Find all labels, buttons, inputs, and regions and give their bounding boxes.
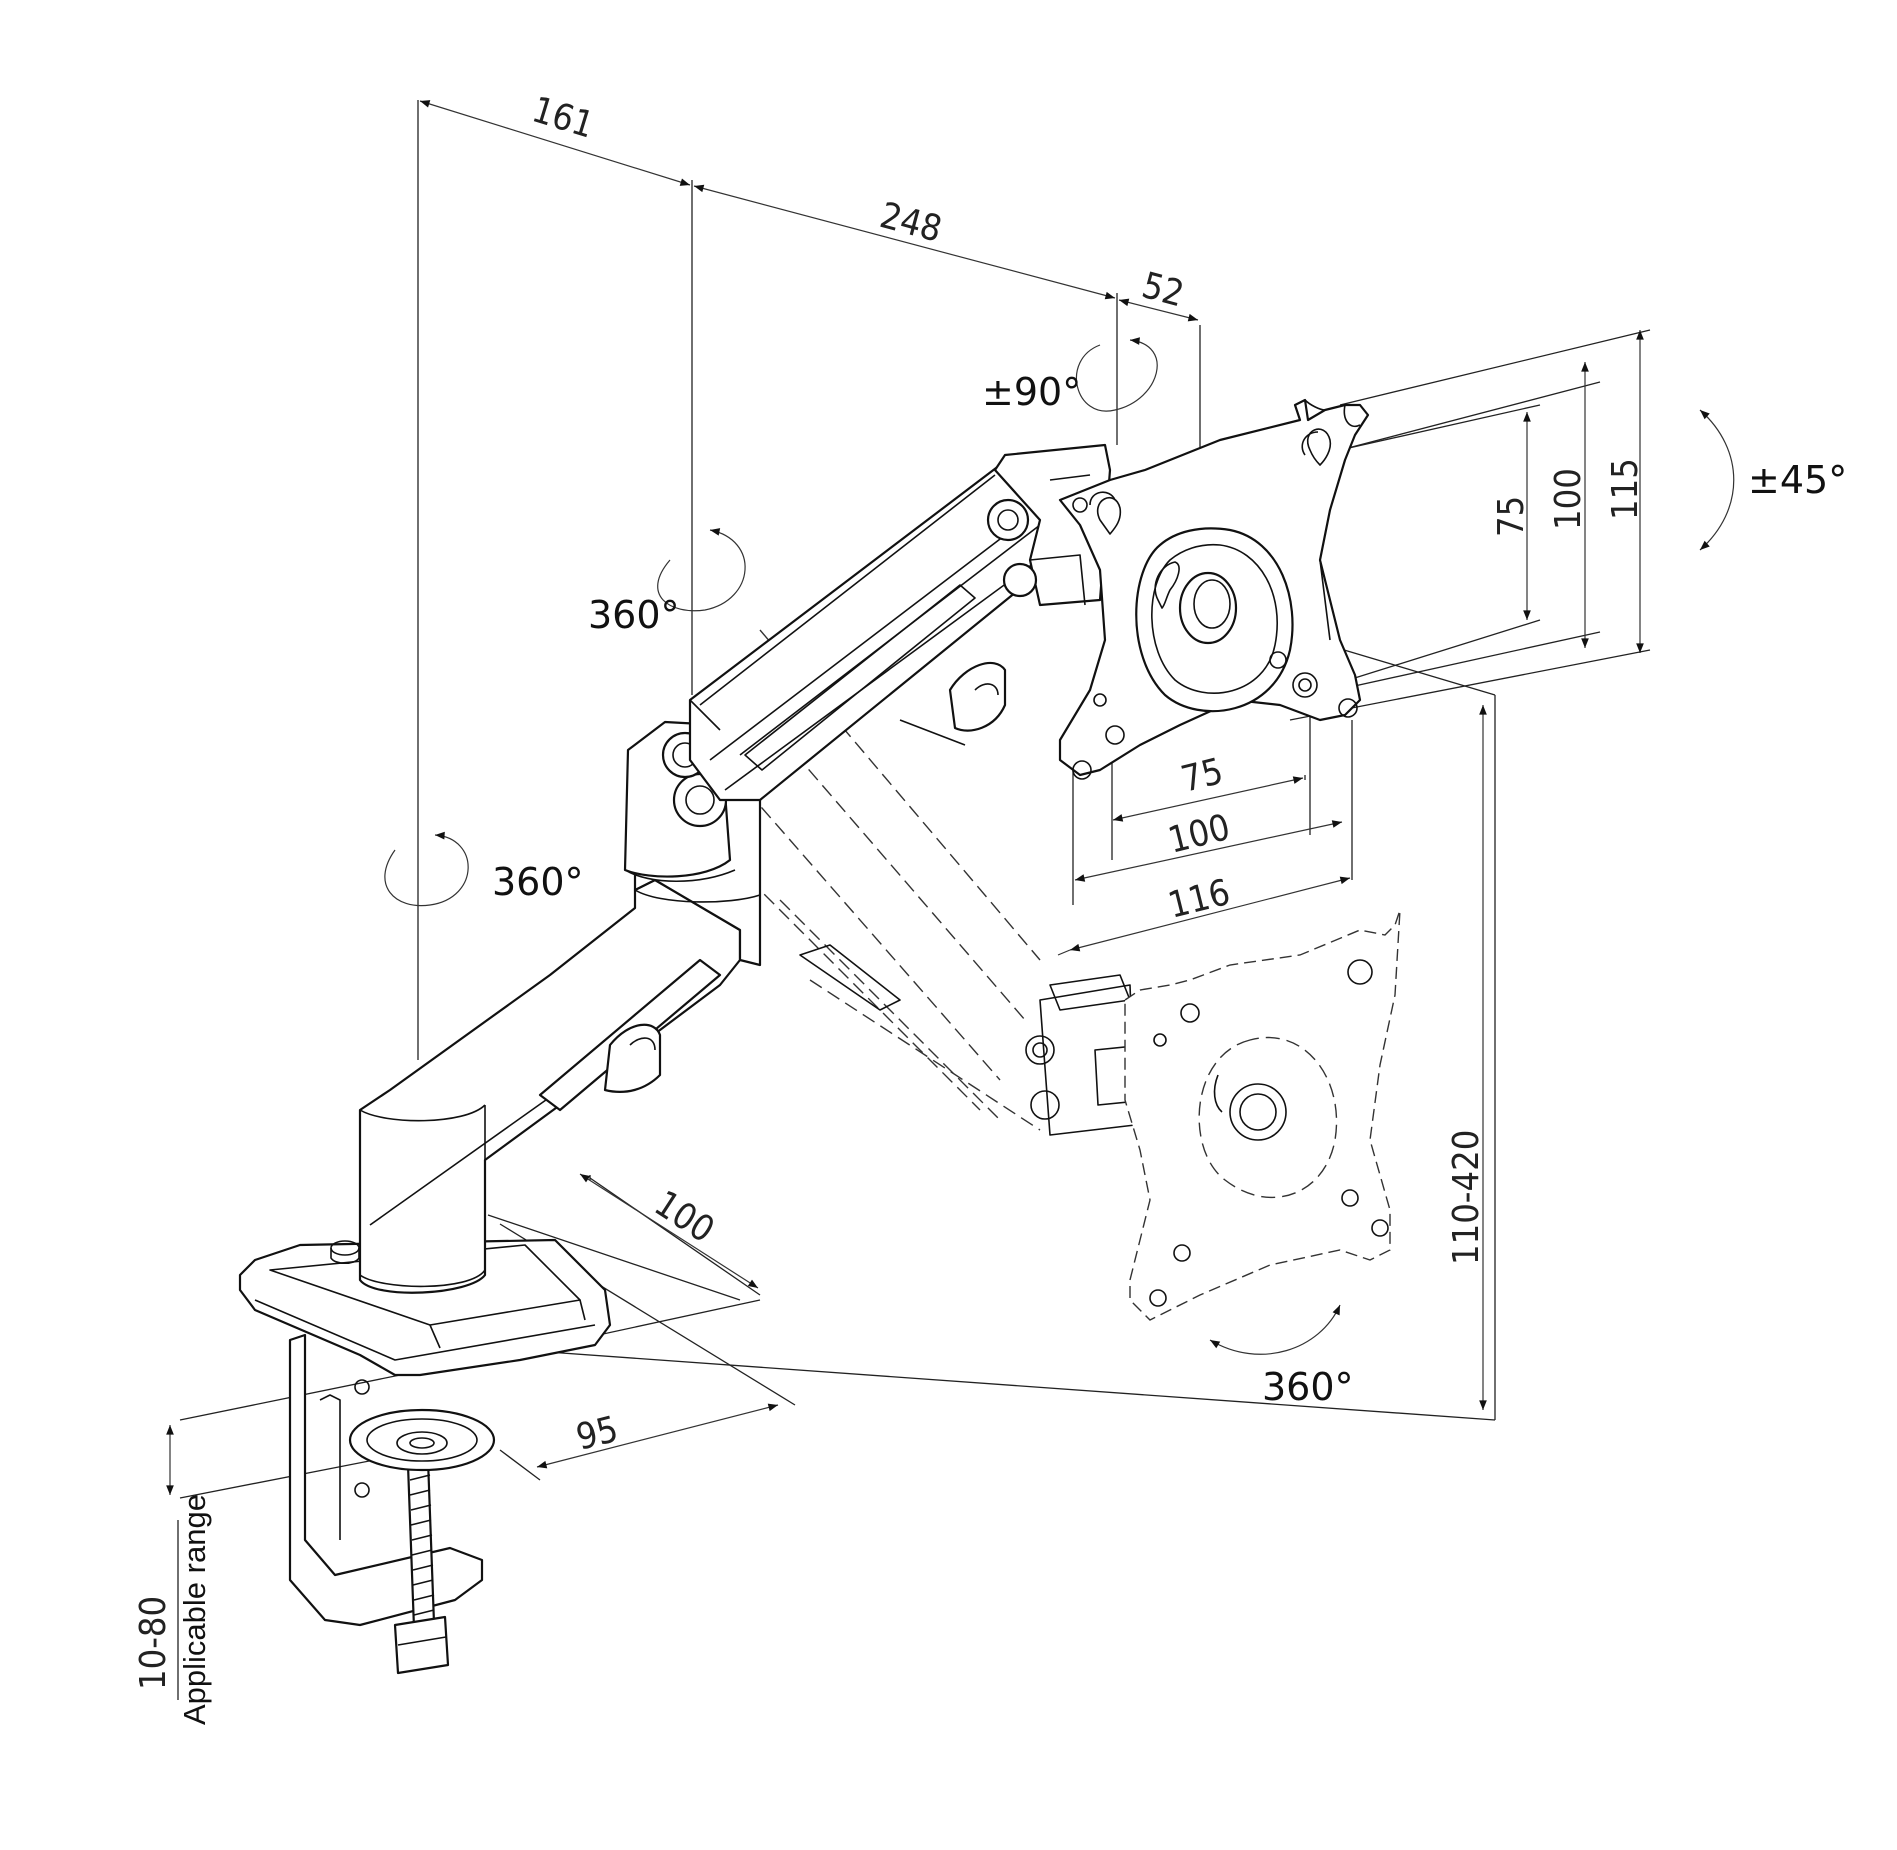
screen-rotation-icon [1209,1304,1341,1355]
dim-52: 52 [1138,265,1188,315]
dim-base-100: 100 [647,1183,721,1251]
upper-joint-rotation-icon [657,528,746,612]
swivel-arrow-icon [1075,337,1158,412]
dim-vesa-100-vertical: 100 [1548,468,1589,530]
rotation-indicators: ±90° ±45° 360° 360° 360° [384,337,1847,1409]
lowered-position-ghost [689,629,1401,1321]
dim-248: 248 [876,195,946,251]
rotation-head-swivel: ±90° [982,370,1081,414]
dim-clamp-10-80: 10-80 [133,1596,174,1690]
upper-arm [688,443,1112,802]
tilt-arrow-icon [1699,409,1735,551]
dim-base-95: 95 [572,1409,622,1459]
ghost-vesa-plate [1124,909,1401,1321]
rotation-screen: 360° [1262,1365,1354,1409]
rotation-pole-joint: 360° [492,860,584,904]
base-plate [238,1238,612,1377]
dim-vesa-75-horizontal: 75 [1177,751,1227,801]
desk-clamp [288,1333,496,1675]
dim-height-110-420: 110-420 [1446,1130,1487,1265]
vesa-plate [1058,398,1370,780]
rotation-upper-joint: 360° [588,593,680,637]
applicable-range-label: Applicable range [177,1494,212,1725]
dim-plate-116-horizontal: 116 [1164,872,1234,927]
dimension-labels: 161 248 52 75 100 115 75 100 116 110-420… [133,89,1646,1725]
dim-plate-115-vertical: 115 [1605,458,1646,520]
dimension-lines [166,100,1644,1495]
rotation-tilt: ±45° [1748,458,1847,502]
dim-vesa-75-vertical: 75 [1491,496,1532,537]
dim-vesa-100-horizontal: 100 [1164,807,1234,862]
pole-rotation-icon [384,831,469,907]
